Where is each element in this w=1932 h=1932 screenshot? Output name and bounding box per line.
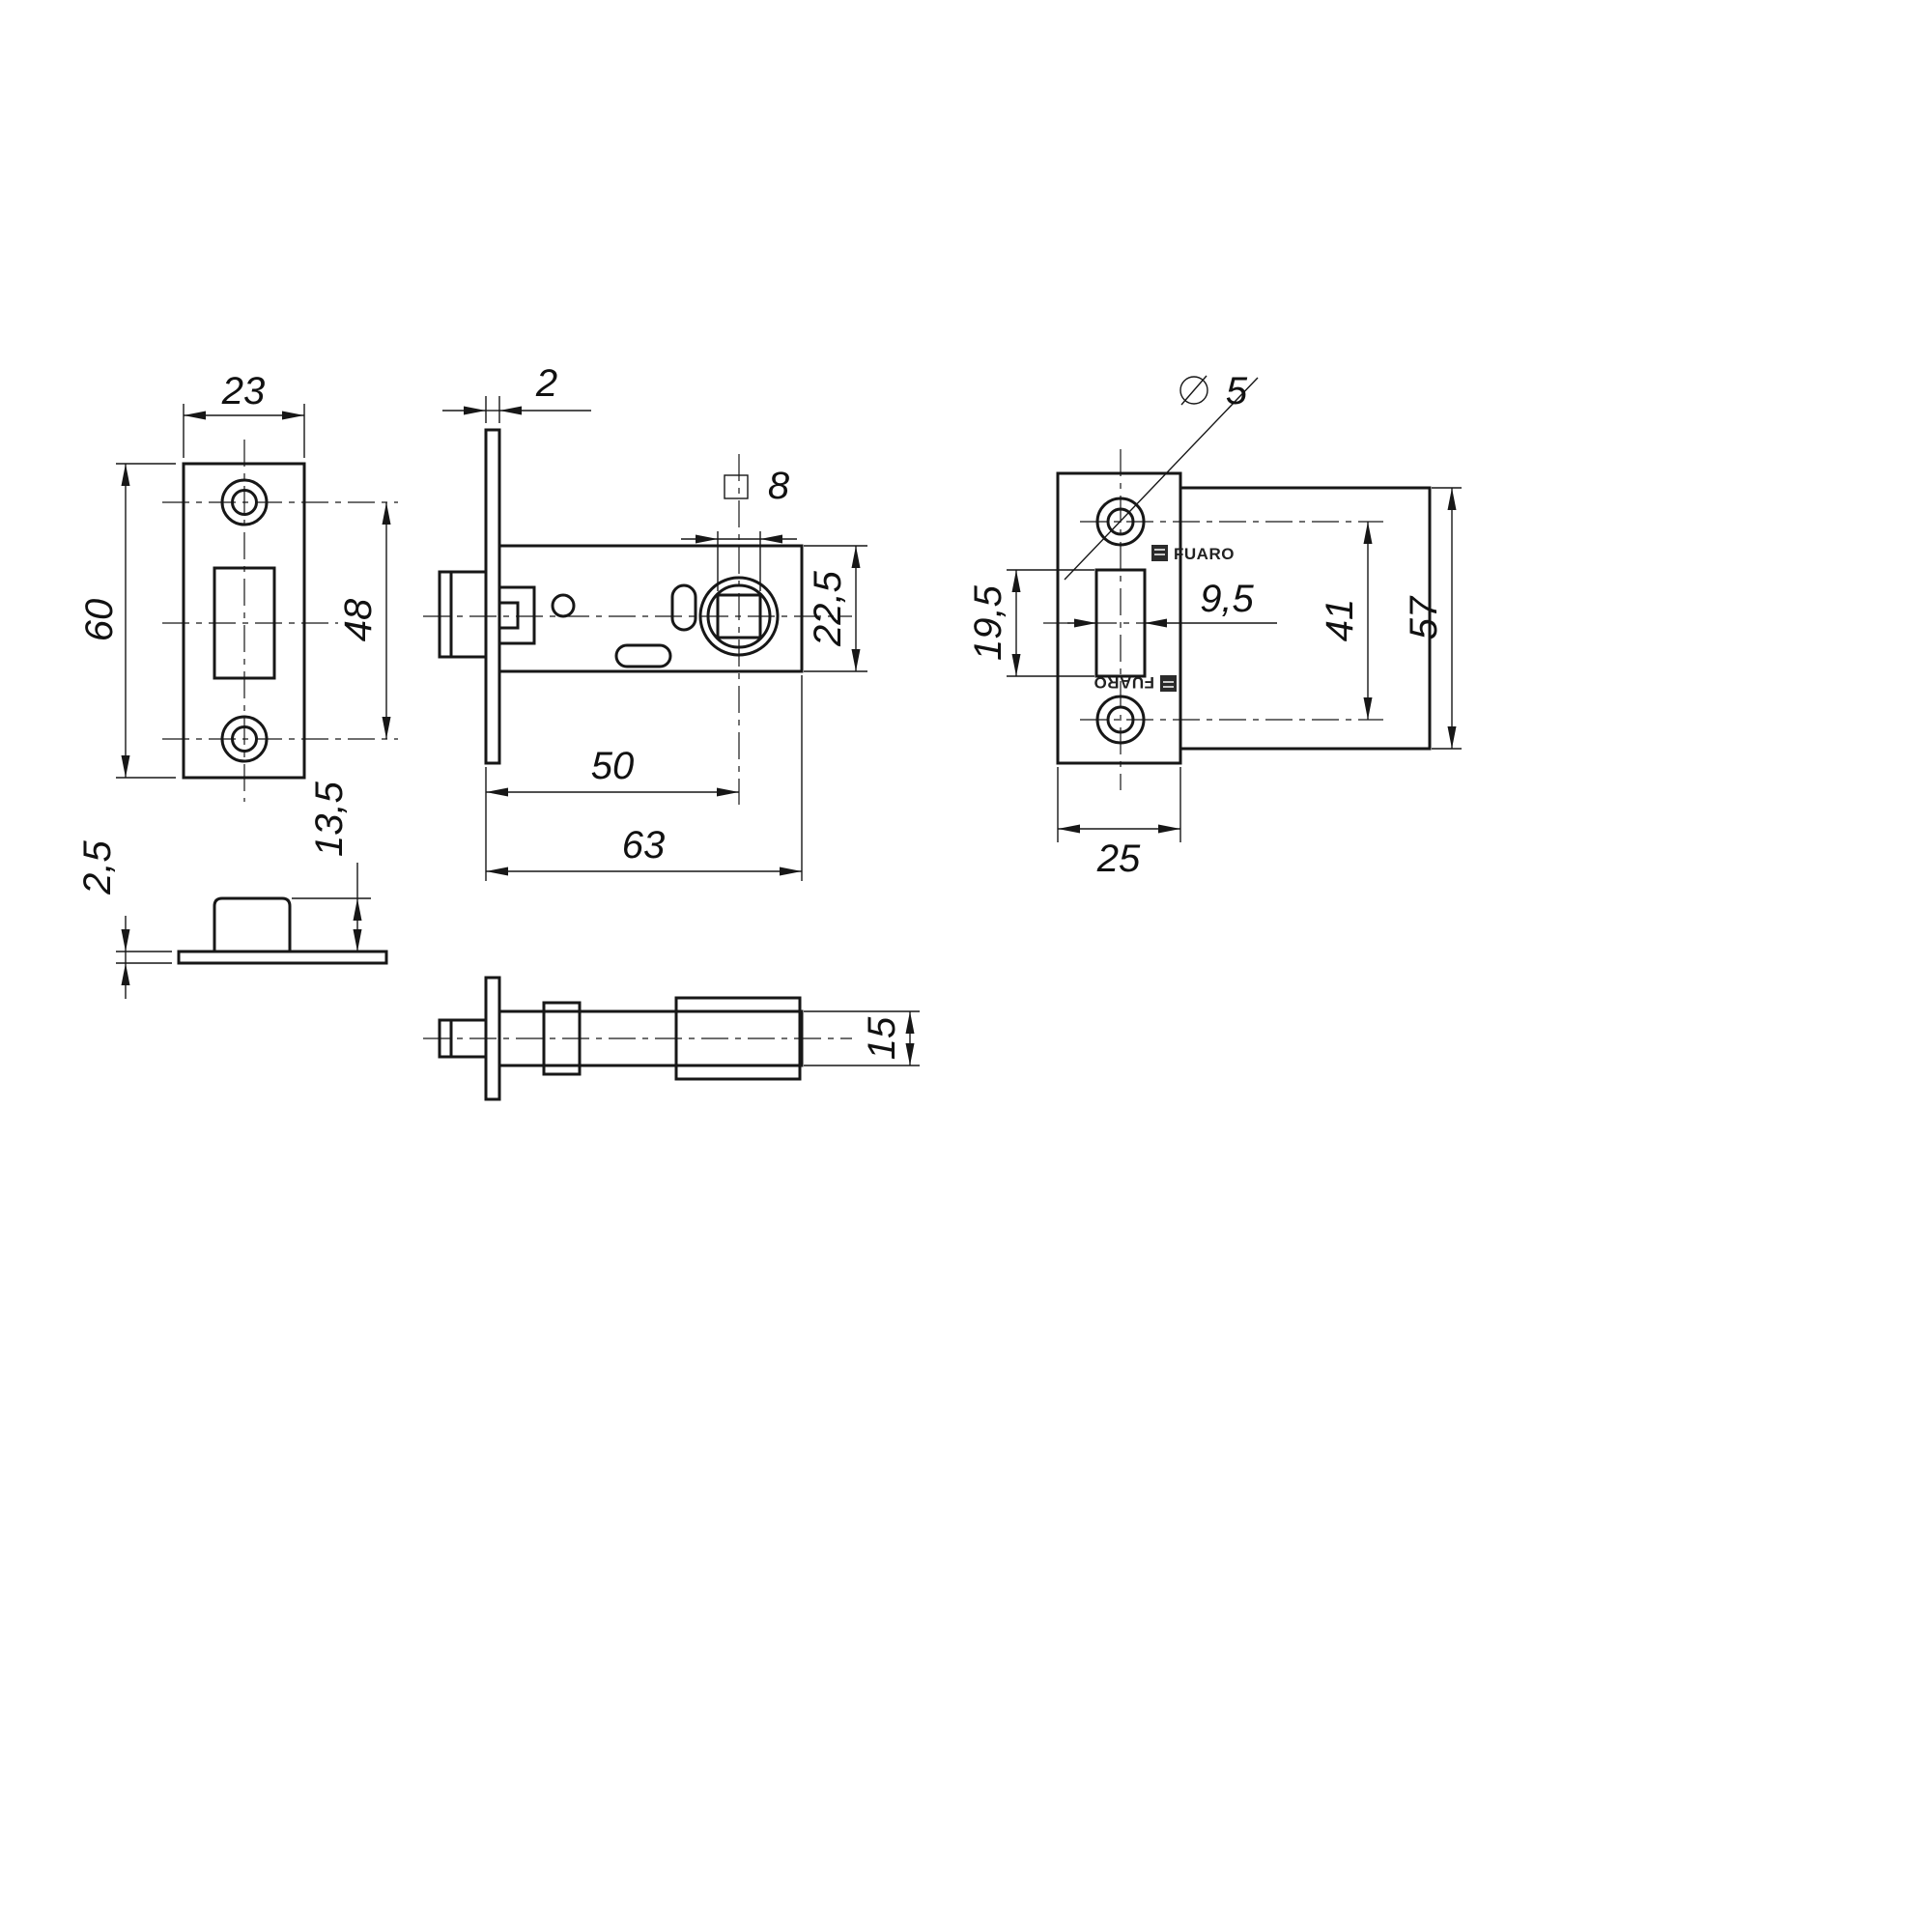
dim-bolt-protrusion: 13,5	[292, 781, 371, 952]
dim-strike-hole-spacing: 48	[337, 502, 391, 739]
dim-label-backset: 50	[591, 745, 635, 787]
dim-faceplate-thickness: 2	[442, 362, 591, 423]
dim-window-height: 19,5	[967, 569, 1094, 677]
latch-bolt-bump	[213, 896, 292, 953]
dim-backset: 50	[485, 745, 739, 881]
dim-strike-width: 23	[183, 370, 305, 458]
brand-logo-icon	[1151, 545, 1168, 561]
square-section-symbol	[724, 474, 749, 499]
dim-case-height-side: 22,5	[804, 545, 867, 672]
dim-label-strike-hole-spacing: 48	[337, 598, 380, 641]
dim-label-strike-thickness: 2,5	[76, 839, 119, 895]
dim-case-width: 15	[804, 1010, 920, 1066]
view-strike-plate-profile: 2,5 13,5	[76, 781, 388, 999]
view-latch-side: 2 8 22,5 50 63	[423, 362, 867, 881]
brand-text-bottom: FUARO	[1094, 673, 1154, 692]
dim-faceplate-width: 25	[1057, 767, 1181, 880]
brand-mark-top: FUARO	[1151, 545, 1235, 563]
bolt-guide-notch	[497, 585, 536, 645]
leader-line	[1064, 377, 1259, 581]
dim-label-window-width: 9,5	[1200, 578, 1254, 620]
dim-label-screw-hole-dia: 5	[1226, 370, 1248, 412]
brand-text-top: FUARO	[1174, 545, 1235, 563]
dim-label-window-height: 19,5	[967, 584, 1009, 661]
case-slot-horizontal	[614, 643, 672, 668]
brand-mark-bottom: FUARO	[1094, 673, 1177, 692]
view-latch-front: FUARO FUARO 5 19,5 9,5 41	[967, 370, 1462, 880]
dim-strike-height: 60	[78, 463, 176, 779]
case-front	[1179, 486, 1432, 751]
dim-label-spindle-square: 8	[768, 465, 790, 507]
latch-bolt	[438, 570, 488, 659]
dim-label-faceplate-thickness: 2	[535, 362, 557, 405]
dim-case-depth: 63	[486, 675, 803, 881]
dim-spindle-square: 8	[681, 465, 797, 591]
diameter-symbol	[1179, 376, 1208, 405]
dim-label-case-height-front: 57	[1403, 595, 1445, 639]
dim-screw-hole-dia: 5	[1064, 370, 1259, 581]
dim-label-strike-height: 60	[78, 599, 121, 642]
view-strike-plate-front: 23 60 48	[78, 370, 398, 802]
dim-label-faceplate-hole-spacing: 41	[1319, 599, 1361, 642]
strike-plate-edge	[177, 950, 388, 965]
latch-case	[497, 544, 804, 673]
dim-strike-thickness: 2,5	[76, 839, 172, 999]
dim-label-strike-width: 23	[221, 370, 266, 412]
dim-label-case-height-side: 22,5	[807, 570, 849, 647]
brand-logo-icon-bottom	[1160, 675, 1177, 692]
dim-label-case-width: 15	[861, 1016, 903, 1060]
dim-label-bolt-protrusion: 13,5	[308, 781, 351, 857]
view-latch-top: 15	[423, 976, 920, 1101]
faceplate-edge	[484, 428, 501, 765]
dim-label-faceplate-width: 25	[1096, 838, 1141, 880]
dim-faceplate-hole-spacing: 41	[1319, 522, 1373, 720]
dim-case-height-front: 57	[1403, 487, 1462, 750]
dim-label-case-depth: 63	[622, 824, 666, 867]
case-pin	[551, 593, 576, 618]
case-slot-vertical	[670, 583, 697, 632]
dim-window-width: 9,5	[1067, 578, 1277, 628]
